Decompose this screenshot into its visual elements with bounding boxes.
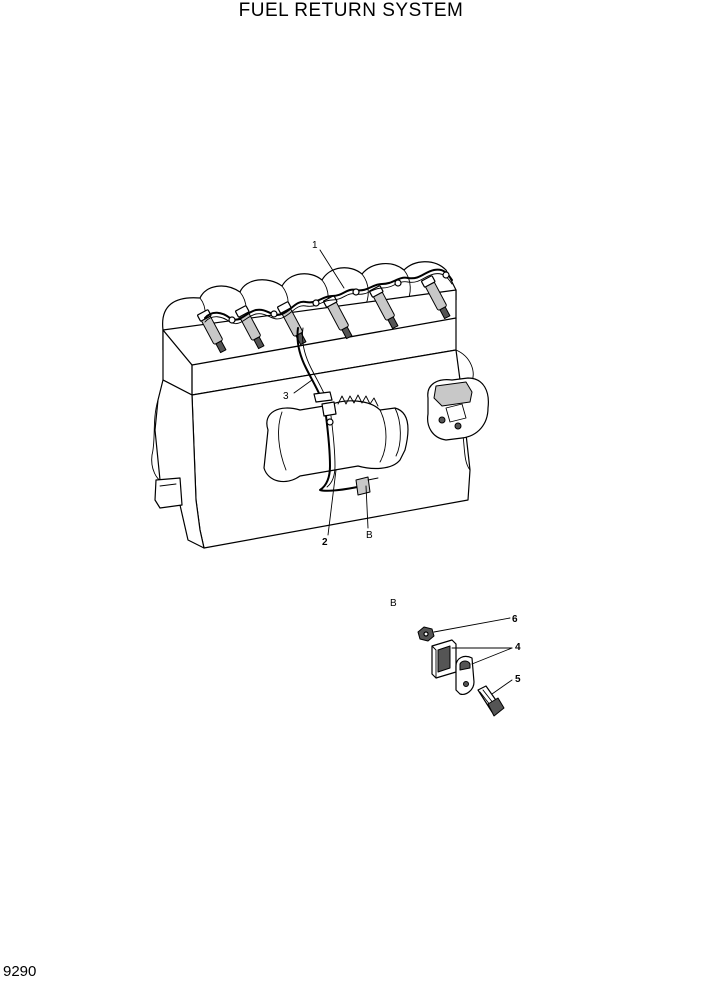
bolt <box>477 685 505 717</box>
clamp-half-outer <box>431 639 457 679</box>
injector-2 <box>235 305 265 350</box>
callout-5: 5 <box>515 674 521 685</box>
detail-b-label: B <box>390 598 397 609</box>
nut <box>417 626 435 642</box>
detail-b-clamp-assembly <box>417 617 513 717</box>
leader-lines <box>293 249 369 536</box>
page-number: 9290 <box>3 963 37 980</box>
callout-2: 2 <box>322 537 328 548</box>
drain-manifold-line <box>204 268 453 325</box>
callout-3: 3 <box>283 391 289 402</box>
gear-housing <box>263 400 409 483</box>
injector-1 <box>197 309 227 354</box>
callout-6: 6 <box>512 614 518 625</box>
return-tube-lower <box>319 401 363 492</box>
clamp-half-inner <box>455 655 475 695</box>
callout-4: 4 <box>515 642 521 653</box>
injector-6 <box>421 275 451 320</box>
injector-4 <box>323 295 353 340</box>
engine-block <box>151 261 489 549</box>
return-hose-upper <box>296 327 333 403</box>
page-title: FUEL RETURN SYSTEM <box>238 0 464 21</box>
callout-b-ref: B <box>366 530 373 541</box>
callout-1: 1 <box>312 240 318 251</box>
